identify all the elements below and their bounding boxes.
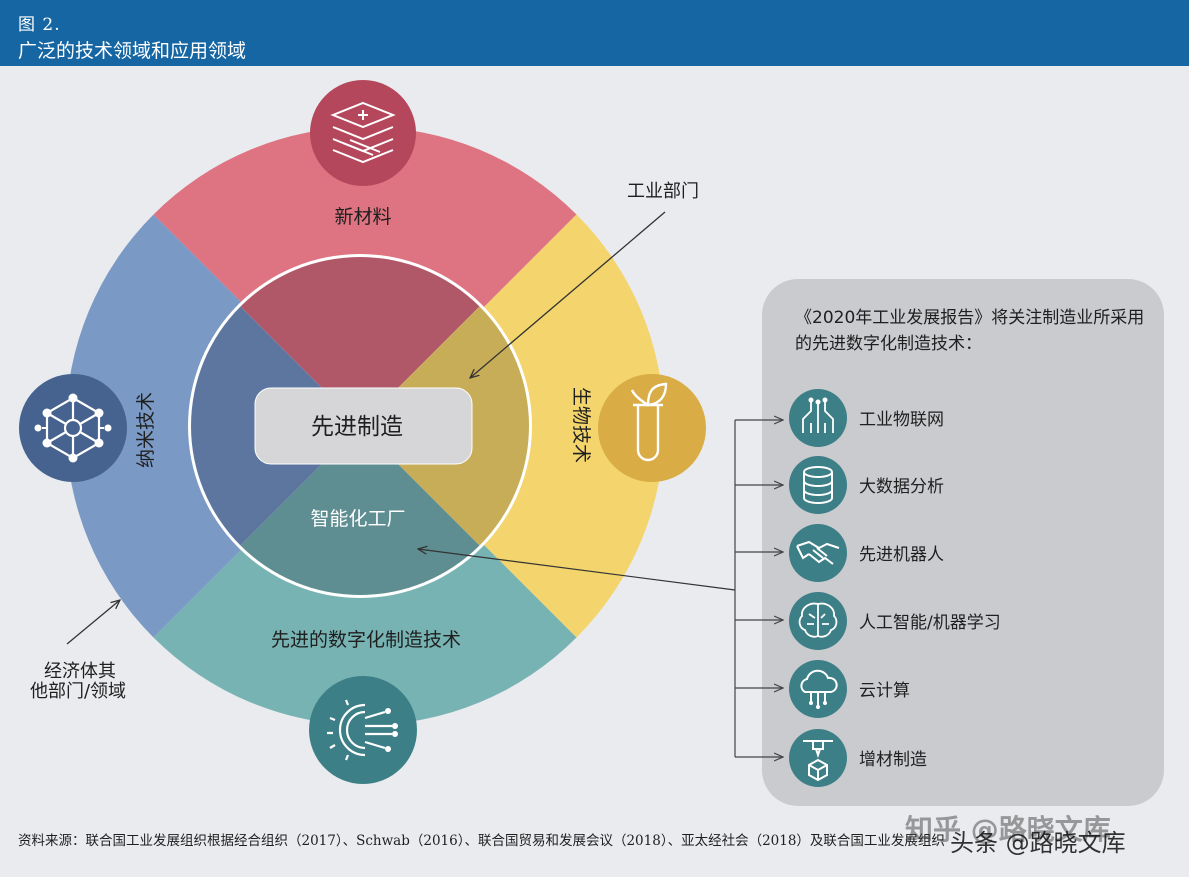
tech-item-robotics: 先进机器人 [789, 524, 1149, 582]
database-icon [789, 456, 847, 514]
figure-number: 图 2. [18, 15, 61, 35]
tech-label-ai: 人工智能/机器学习 [859, 613, 1001, 633]
outer-label-top: 新材料 [334, 206, 391, 228]
digital-manufacturing-icon [309, 676, 417, 784]
outer-label-left: 纳米技术 [135, 392, 157, 468]
panel-to-factory-arrow [418, 549, 736, 591]
tech-label-robotics: 先进机器人 [859, 545, 944, 565]
figure-header: 图 2. 广泛的技术领域和应用领域 [0, 0, 1189, 66]
center-box [254, 387, 473, 465]
tech-label-additive: 增材制造 [859, 750, 927, 770]
industry-label: 工业部门 [627, 181, 699, 202]
3d-printer-icon [789, 729, 847, 787]
robot-handshake-icon [789, 524, 847, 582]
outer-label-bottom: 先进的数字化制造技术 [271, 629, 461, 651]
nanotech-icon [19, 374, 127, 482]
tech-label-big-data: 大数据分析 [859, 477, 944, 497]
tech-item-iot: 工业物联网 [789, 389, 1149, 447]
other-sectors-arrow [66, 600, 120, 645]
other-sectors-label-1: 经济体其 [44, 661, 116, 682]
figure-title: 广泛的技术领域和应用领域 [18, 40, 247, 62]
outer-label-right: 生物技术 [570, 387, 592, 463]
center-label: 先进制造 [311, 414, 403, 440]
tech-item-ai: 人工智能/机器学习 [789, 592, 1149, 650]
brain-icon [789, 592, 847, 650]
tech-item-big-data: 大数据分析 [789, 456, 1149, 514]
inner-sector-top [240, 257, 480, 426]
panel-title: 《2020年工业发展报告》将关注制造业所采用的先进数字化制造技术： [795, 308, 1145, 354]
materials-icon [310, 80, 416, 186]
biotech-icon [598, 374, 706, 482]
source-note: 资料来源：联合国工业发展组织根据经合组织（2017）、Schwab（2016）、… [18, 833, 945, 849]
iot-icon [789, 389, 847, 447]
other-sectors-label-2: 他部门/领域 [30, 681, 126, 702]
tech-item-cloud: 云计算 [789, 660, 1149, 718]
watermark-zhihu: 知乎 @路晓文库 [905, 813, 1111, 846]
cloud-icon [789, 660, 847, 718]
watermark-toutiao: 头条 @路晓文库 [950, 829, 1126, 857]
tech-label-cloud: 云计算 [859, 681, 910, 701]
tech-label-iot: 工业物联网 [859, 410, 944, 430]
industry-arrow [470, 211, 666, 378]
inner-label-bottom: 智能化工厂 [310, 508, 405, 530]
tech-item-additive: 增材制造 [789, 729, 1149, 787]
